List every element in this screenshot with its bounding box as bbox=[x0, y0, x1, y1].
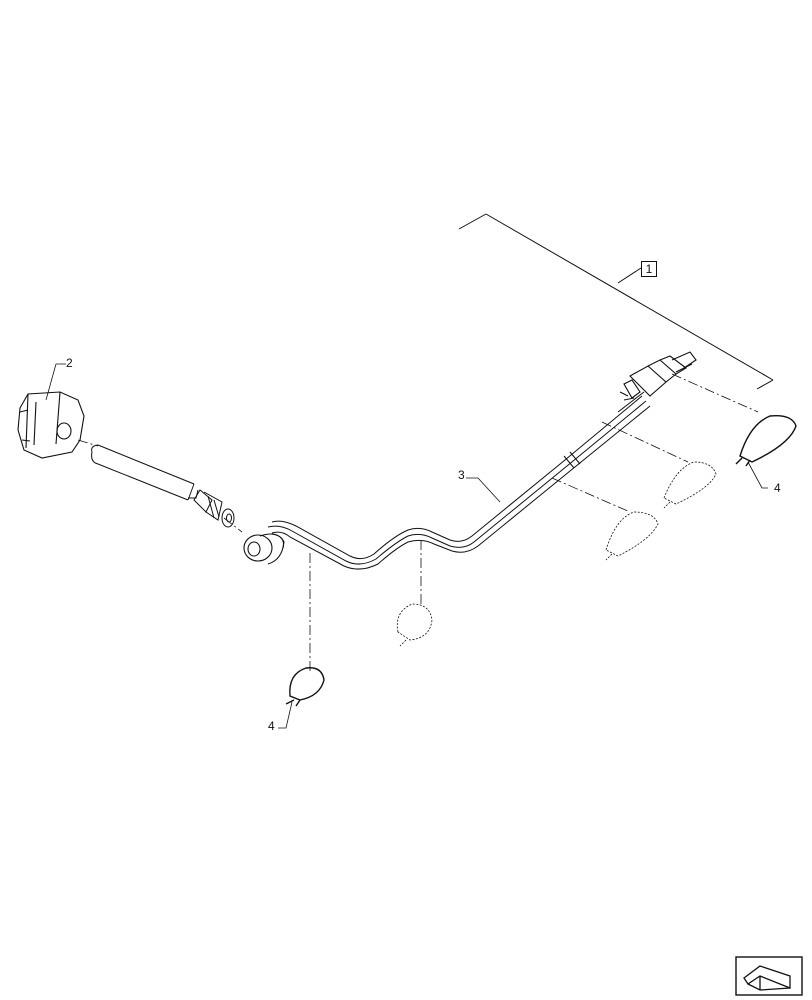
callout-assembly: 1 bbox=[641, 261, 657, 277]
cable-tie-solid bbox=[285, 667, 325, 707]
harness-connector bbox=[619, 351, 697, 401]
sensor-probe bbox=[91, 444, 235, 528]
leader-lines bbox=[45, 363, 768, 729]
next-page-button[interactable] bbox=[736, 957, 802, 995]
cable-tie-ghost-1 bbox=[396, 603, 433, 647]
assembly-bracket bbox=[458, 213, 774, 390]
callout-plug: 2 bbox=[66, 356, 73, 370]
cable-tie-ghost-3 bbox=[663, 461, 717, 509]
hex-plug bbox=[17, 391, 85, 459]
alignment-lines bbox=[77, 373, 759, 672]
callout-tie-left: 4 bbox=[268, 719, 275, 733]
nav-widget-frame bbox=[735, 956, 803, 996]
grommet bbox=[243, 533, 285, 565]
callout-tie-right: 4 bbox=[774, 481, 781, 495]
cable-tie-right bbox=[735, 415, 797, 467]
cable-tie-ghost-2 bbox=[605, 511, 659, 561]
sensor-harness bbox=[267, 391, 651, 570]
next-page-arrow-icon bbox=[743, 965, 791, 991]
callout-sensor-harness: 3 bbox=[458, 468, 465, 482]
